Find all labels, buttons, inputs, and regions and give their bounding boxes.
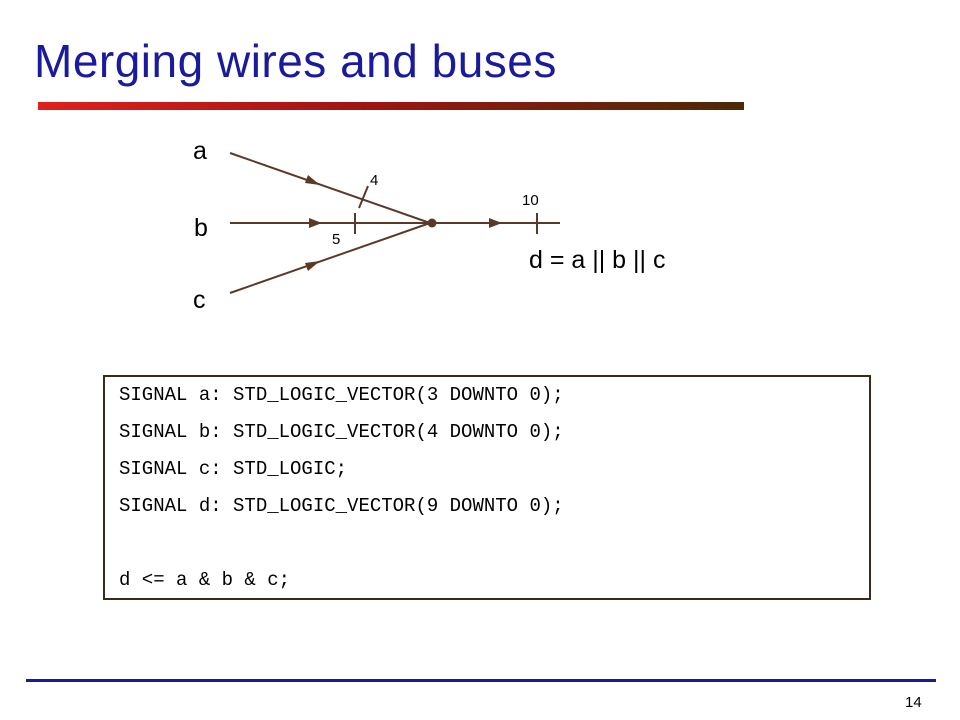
output-expression: d = a || b || c — [529, 246, 665, 274]
arrow-c-icon — [305, 261, 320, 271]
merge-diagram: a b c 4 5 10 d = a || b || c — [193, 137, 665, 314]
input-label-a: a — [193, 137, 207, 165]
arrow-b-icon — [309, 218, 322, 228]
width-label-b: 5 — [332, 231, 340, 248]
footer-rule — [26, 679, 936, 682]
wire-a — [229, 152, 431, 224]
code-box: SIGNAL a: STD_LOGIC_VECTOR(3 DOWNTO 0); … — [103, 375, 871, 600]
arrow-a-icon — [305, 175, 320, 185]
slide-title: Merging wires and buses — [34, 35, 557, 87]
page-number: 14 — [905, 694, 922, 711]
width-label-a: 4 — [370, 172, 378, 189]
code-line: SIGNAL c: STD_LOGIC; — [119, 458, 348, 480]
width-label-d: 10 — [522, 192, 539, 209]
code-line: SIGNAL b: STD_LOGIC_VECTOR(4 DOWNTO 0); — [119, 421, 564, 443]
input-label-b: b — [194, 214, 208, 242]
code-line: d <= a & b & c; — [119, 569, 291, 591]
arrow-d-icon — [489, 218, 502, 228]
input-label-c: c — [193, 286, 206, 314]
title-underline — [38, 102, 744, 110]
code-line: SIGNAL d: STD_LOGIC_VECTOR(9 DOWNTO 0); — [119, 495, 564, 517]
wire-c — [229, 222, 431, 294]
tick-a — [358, 185, 369, 209]
junction-dot — [427, 218, 437, 228]
code-line: SIGNAL a: STD_LOGIC_VECTOR(3 DOWNTO 0); — [119, 384, 564, 406]
